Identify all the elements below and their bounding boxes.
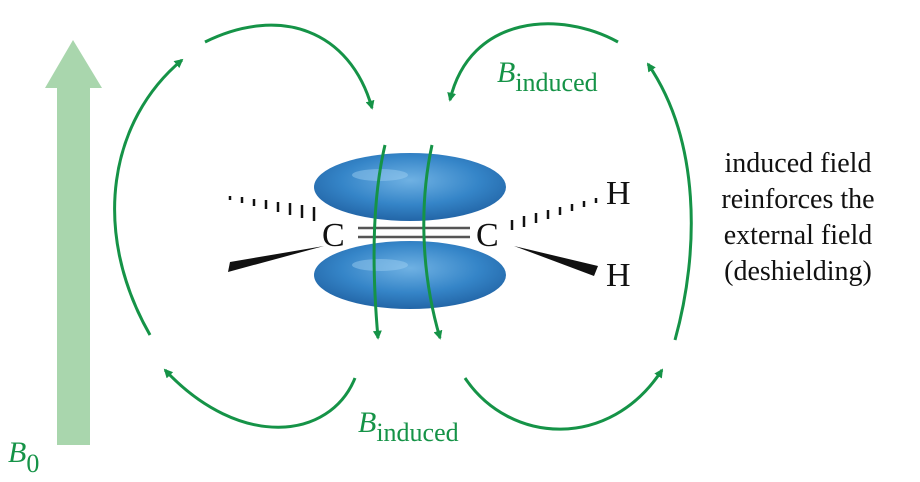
pi-orbital-top-lobe	[314, 153, 506, 221]
deshielding-caption: induced field reinforces the external fi…	[721, 148, 874, 287]
induced-field-inner-right	[422, 144, 443, 340]
caption-line-4: (deshielding)	[724, 256, 872, 287]
carbon-right-label: C	[476, 217, 499, 254]
induced-field-bottom-left-loop	[163, 368, 357, 429]
left-wedge-bond	[228, 246, 324, 272]
right-hashed-bond	[510, 198, 598, 230]
b-induced-top-label: Binduced	[497, 56, 598, 97]
b-induced-bottom-label: Binduced	[358, 406, 459, 447]
pi-orbital-bottom-lobe	[314, 241, 506, 309]
induced-field-outer-left	[113, 58, 184, 336]
caption-line-3: external field	[724, 220, 872, 251]
induced-field-bottom-right-loop	[463, 368, 664, 431]
induced-field-outer-right	[646, 62, 693, 341]
carbon-left-label: C	[322, 217, 345, 254]
caption-line-1: induced field	[725, 148, 872, 179]
b0-label: B0	[8, 436, 39, 478]
hydrogen-top-label: H	[606, 175, 631, 212]
b0-arrow	[45, 40, 102, 445]
right-wedge-bond	[514, 246, 598, 276]
hydrogen-bottom-label: H	[606, 257, 631, 294]
induced-field-top-right-loop	[447, 22, 619, 102]
caption-line-2: reinforces the	[721, 184, 874, 215]
double-bond	[358, 226, 470, 239]
induced-field-top-left-loop	[204, 23, 375, 110]
left-hashed-bond	[228, 196, 316, 221]
induced-field-inner-left	[372, 144, 387, 340]
